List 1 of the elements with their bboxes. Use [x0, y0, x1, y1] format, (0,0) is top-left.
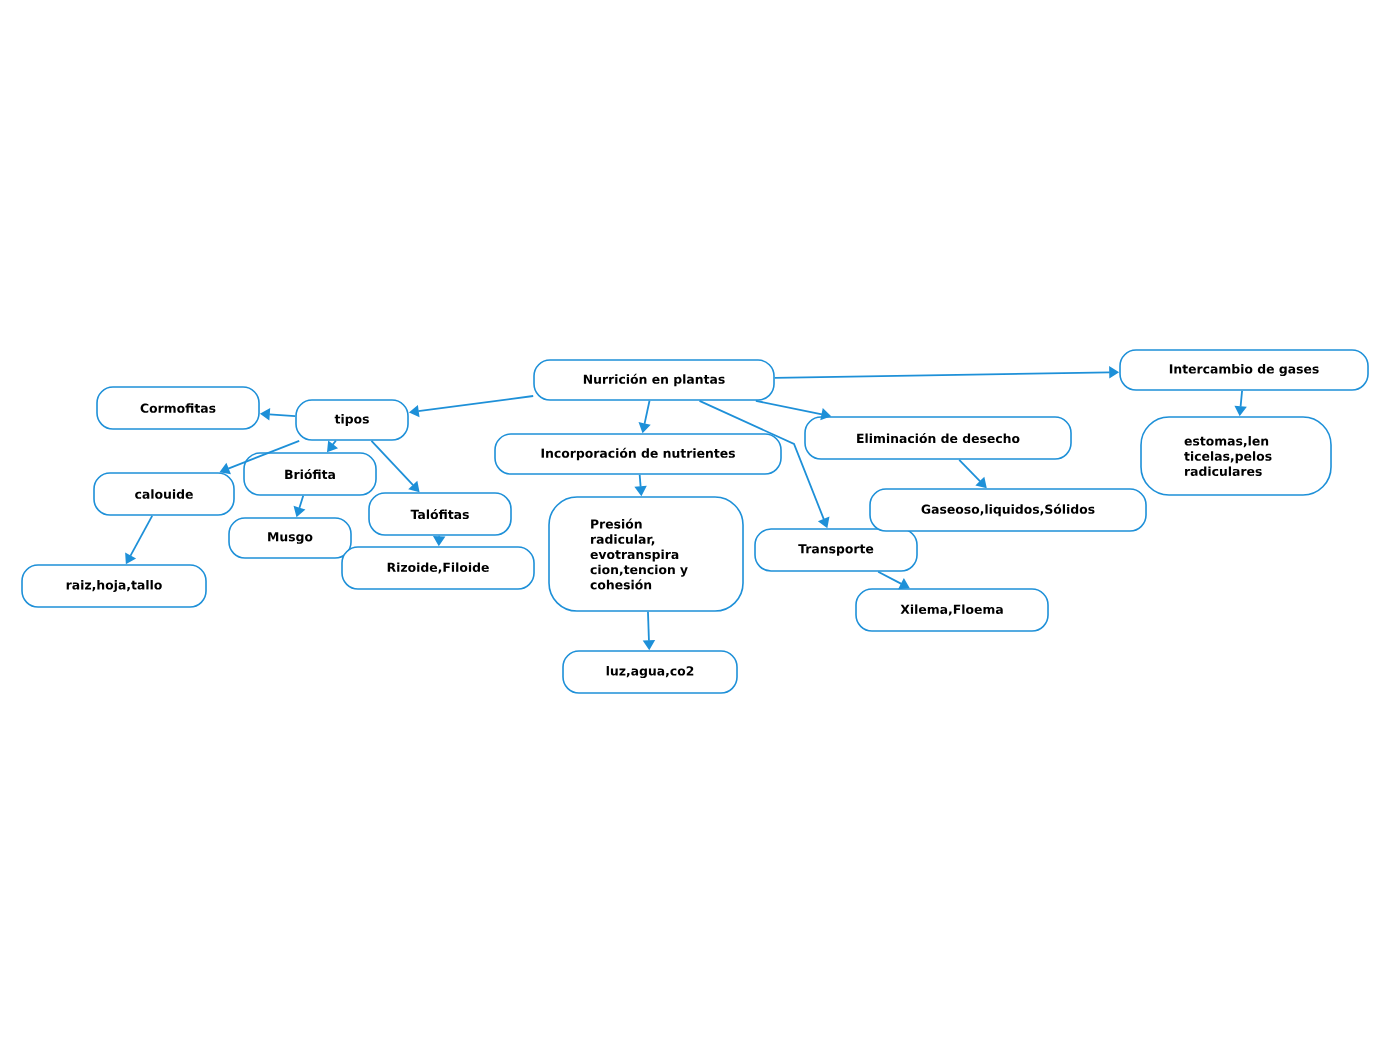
- arrow: [877, 570, 910, 590]
